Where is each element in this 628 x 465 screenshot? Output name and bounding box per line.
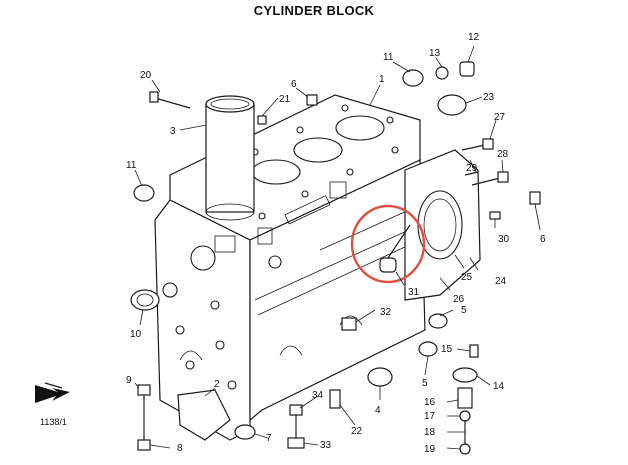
- callout-21: 21: [279, 94, 291, 105]
- callout-18: 18: [424, 427, 436, 438]
- callout-10: 10: [130, 329, 142, 340]
- callout-33: 33: [320, 440, 332, 451]
- callout-14: 14: [493, 381, 505, 392]
- callout-9: 9: [126, 375, 132, 386]
- callout-30: 30: [498, 234, 510, 245]
- callout-31: 31: [408, 287, 420, 298]
- figure-reference: 1138/1: [40, 417, 67, 427]
- callout-29: 29: [466, 163, 478, 174]
- highlight-circle: [350, 204, 426, 284]
- callout-27: 27: [494, 112, 506, 123]
- rear-plate: [404, 149, 481, 301]
- callout-23: 23: [483, 92, 495, 103]
- diagram-title: CYLINDER BLOCK: [253, 3, 375, 18]
- callout-12: 12: [468, 32, 480, 43]
- callout-13: 13: [429, 48, 441, 59]
- callout-26: 26: [453, 294, 465, 305]
- callout-labels: 1 2 3 4 5 5 5 6 6 7 8 9 10 11 11 12 13 1…: [126, 32, 546, 455]
- callout-24: 24: [495, 276, 507, 287]
- callout-4: 4: [375, 405, 381, 416]
- highlighted-plug: [379, 224, 411, 273]
- callout-8: 8: [177, 443, 183, 454]
- callout-34: 34: [312, 390, 324, 401]
- callout-15: 15: [441, 344, 453, 355]
- callout-16: 16: [424, 397, 436, 408]
- callout-5a: 5: [461, 305, 467, 316]
- callout-6a: 6: [291, 79, 297, 90]
- callout-3: 3: [170, 126, 176, 137]
- callout-11a: 11: [126, 160, 137, 171]
- callout-6b: 6: [540, 234, 546, 245]
- cylinder-liner: [205, 95, 255, 221]
- callout-20: 20: [140, 70, 152, 81]
- callout-28: 28: [497, 149, 509, 160]
- small-parts: [130, 61, 541, 455]
- callout-17: 17: [424, 411, 436, 422]
- arrow-icon: [35, 382, 70, 403]
- callout-1: 1: [379, 74, 385, 85]
- callout-5b: 5: [422, 378, 428, 389]
- callout-11b: 11: [383, 52, 394, 63]
- callout-2: 2: [214, 379, 220, 390]
- callout-19: 19: [424, 444, 436, 455]
- callout-7: 7: [266, 433, 272, 444]
- callout-32: 32: [380, 307, 392, 318]
- callout-22: 22: [351, 426, 363, 437]
- callout-25: 25: [461, 272, 473, 283]
- leader-lines: [134, 45, 541, 450]
